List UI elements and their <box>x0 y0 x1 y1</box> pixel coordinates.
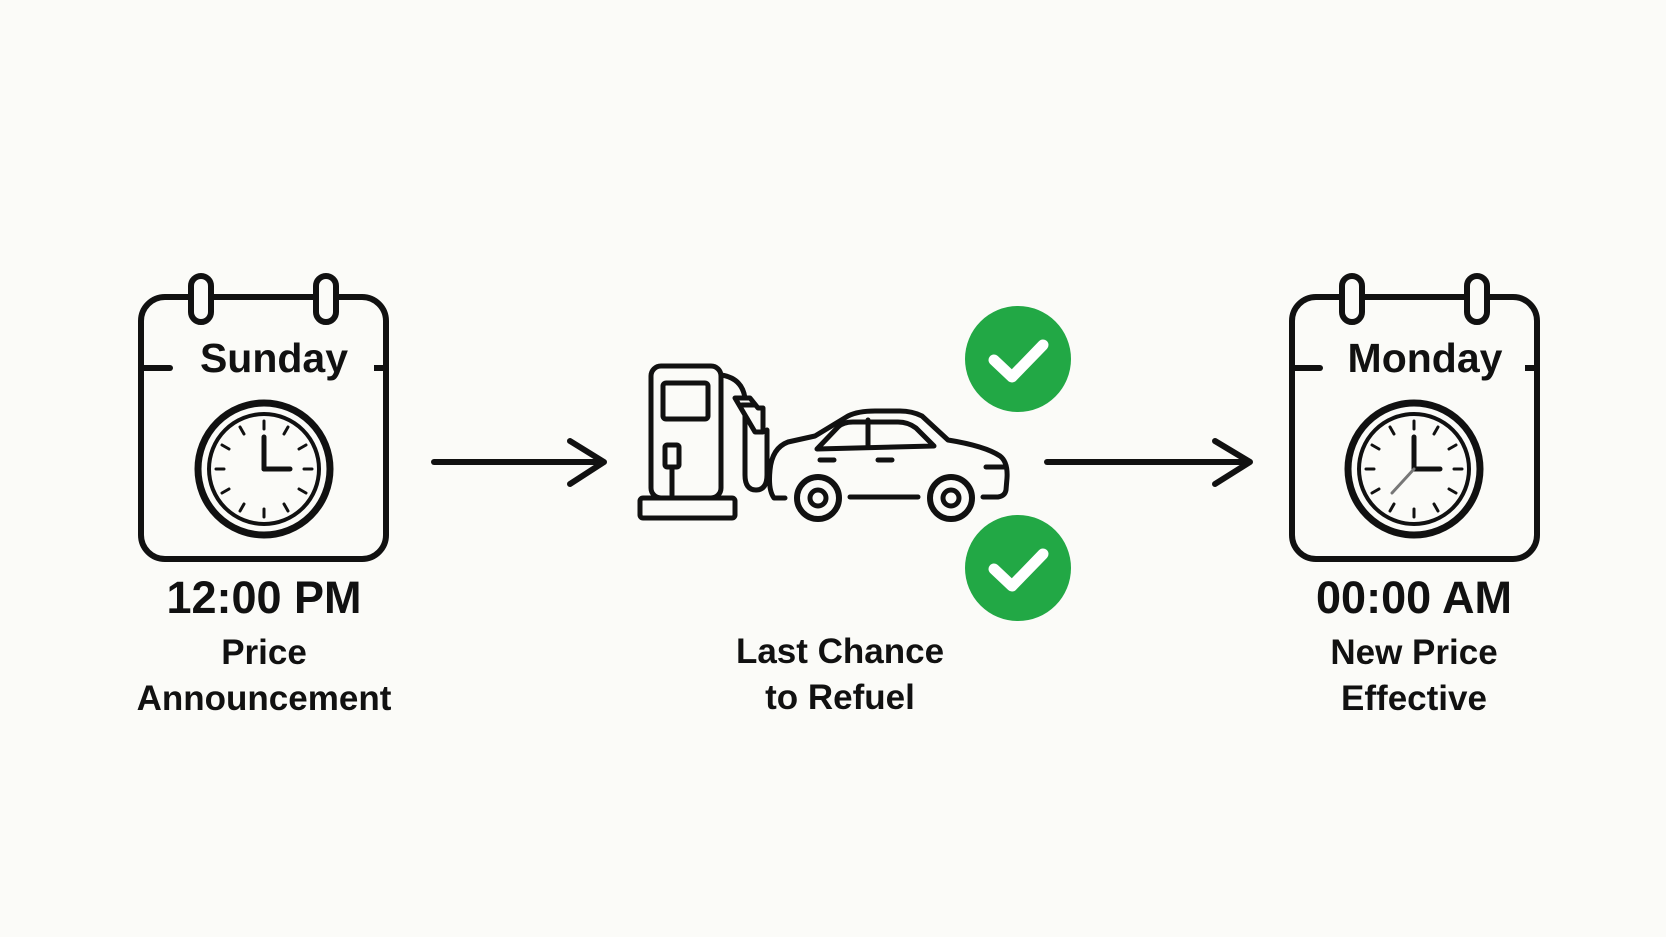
step-caption-line2-sunday: Announcement <box>136 679 392 718</box>
fuel-pump-icon <box>637 363 770 521</box>
calendar-icon-sunday <box>138 273 389 562</box>
check-circle-icon-top <box>965 306 1071 412</box>
step-caption-line1-refuel: Last Chance <box>735 632 945 671</box>
arrow-right-icon <box>431 438 607 487</box>
car-icon <box>767 408 1010 522</box>
step-time-sunday: 12:00 PM <box>166 572 362 623</box>
calendar-day-sunday: Sunday <box>174 334 374 382</box>
step-caption-line2-refuel: to Refuel <box>765 678 915 717</box>
step-caption-line2-monday: Effective <box>1341 679 1487 718</box>
calendar-icon-monday <box>1289 273 1540 562</box>
step-time-monday: 00:00 AM <box>1316 572 1512 623</box>
clock-icon-sunday <box>194 399 334 539</box>
check-circle-icon-bottom <box>965 515 1071 621</box>
step-caption-line1-monday: New Price <box>1330 633 1498 672</box>
arrow-right-icon <box>1044 438 1253 487</box>
calendar-day-monday: Monday <box>1325 334 1525 382</box>
step-caption-line1-sunday: Price <box>221 633 307 672</box>
clock-icon-monday <box>1344 399 1484 539</box>
